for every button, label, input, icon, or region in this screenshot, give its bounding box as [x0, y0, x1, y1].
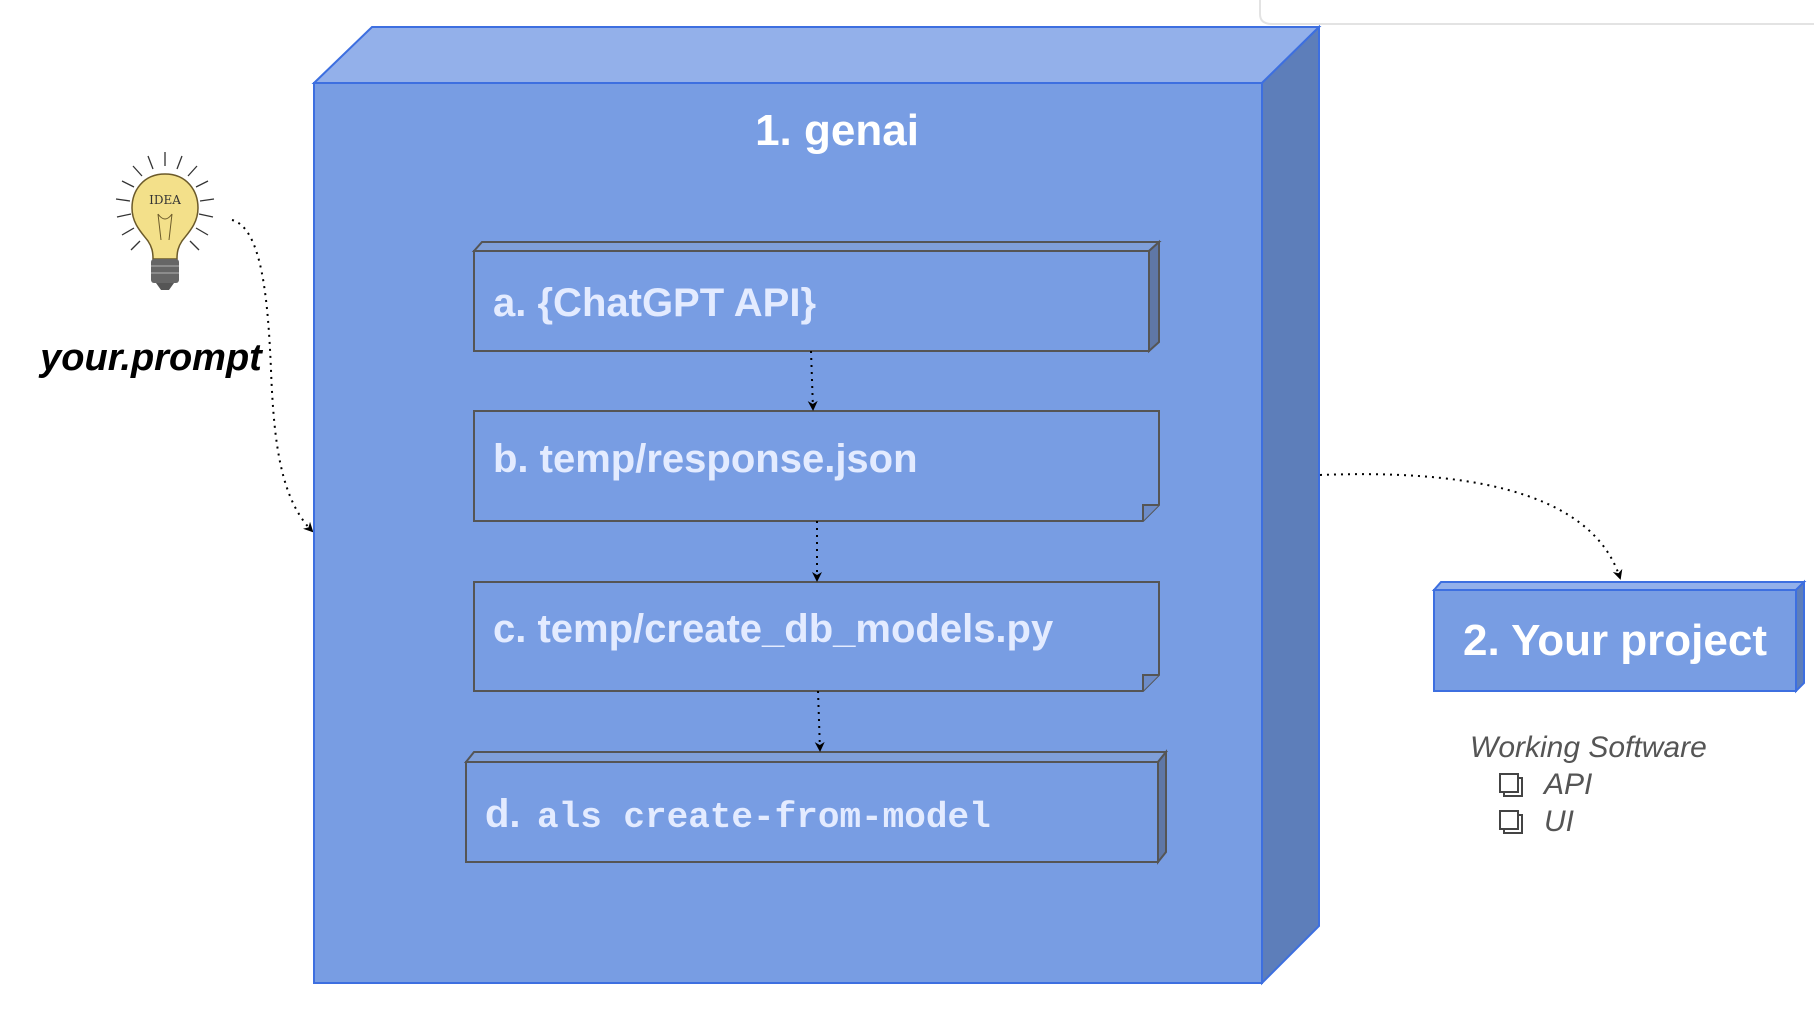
project-node: 2. Your project [1431, 579, 1807, 694]
step-b-prefix: b. [493, 437, 529, 481]
prompt-to-genai-connector [231, 219, 314, 533]
genai-node-side [1261, 24, 1320, 986]
genai-title: 1. genai [755, 106, 919, 155]
step-d-prefix: d. [485, 792, 521, 836]
project-item-api-label: API [1542, 768, 1592, 801]
bulb-label: IDEA [149, 193, 181, 207]
bulb-filament [157, 213, 173, 241]
step-c-label: temp/create_db_models.py [537, 607, 1053, 651]
step-a-label: {ChatGPT API} [537, 281, 816, 325]
checkbox-icon [1499, 773, 1523, 797]
step-d-box: d. als create-from-model [463, 749, 1169, 865]
project-item-api: API [1499, 768, 1592, 801]
project-subtitle: Working Software [1470, 731, 1707, 764]
genai-node-top [311, 26, 1322, 84]
svg-text:c. temp/create_db_models: c. temp/create_db_models.py [493, 607, 1054, 651]
prompt-label: your.prompt [38, 337, 263, 379]
bulb-base [151, 259, 179, 283]
project-item-ui: UI [1499, 805, 1574, 838]
svg-text:a. {ChatGPT API}: a. {ChatGPT API} [493, 281, 816, 325]
project-item-ui-label: UI [1544, 805, 1574, 838]
step-a-to-b-connector [807, 350, 818, 411]
step-c-note: c. temp/create_db_models.py [473, 581, 1160, 692]
lightbulb-icon: IDEA [115, 152, 215, 290]
step-c-to-d-connector [814, 690, 825, 752]
svg-text:b. temp/response.json: b. temp/response.json [493, 437, 918, 481]
bulb-rays [115, 152, 215, 251]
background-panel-edge [1259, 0, 1814, 25]
step-a-prefix: a. [493, 281, 526, 325]
step-b-label: temp/response.json [540, 437, 918, 481]
checkbox-icon [1499, 810, 1523, 834]
step-b-note: b. temp/response.json [473, 410, 1160, 522]
bulb-glass [131, 173, 199, 260]
step-a-box: a. {ChatGPT API} [471, 239, 1162, 354]
project-title: 2. Your project [1463, 616, 1767, 665]
step-c-prefix: c. [493, 607, 526, 651]
genai-to-project-connector [1319, 473, 1623, 580]
step-d-command: als create-from-model [537, 797, 991, 838]
